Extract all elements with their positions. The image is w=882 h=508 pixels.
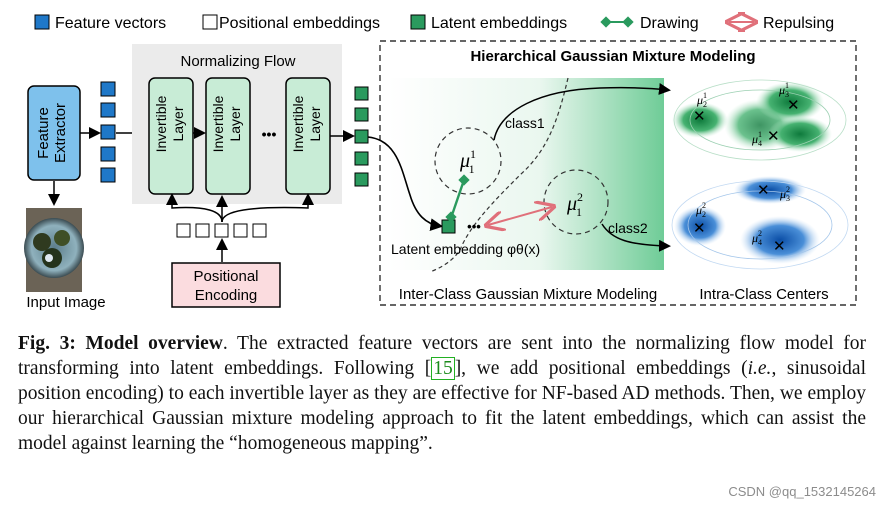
- figure-caption: Fig. 3: Model overview. The extracted fe…: [18, 333, 867, 454]
- legend-drawing: Drawing: [640, 15, 699, 32]
- svg-text:μ23: μ23: [779, 185, 790, 203]
- caption-label: Fig. 3:: [18, 333, 76, 354]
- invertible-layer-2: Invertible Layer: [205, 77, 251, 195]
- layer-ellipsis: •••: [262, 126, 277, 142]
- invertible-layer-3: Invertible Layer: [285, 77, 331, 195]
- intra-class-label: Intra-Class Centers: [699, 286, 828, 303]
- latent-embedding-point: [441, 219, 456, 234]
- positional-encoding-label-1: Positional: [193, 268, 258, 285]
- watermark: CSDN @qq_1532145264: [728, 484, 876, 499]
- svg-text:μ12: μ12: [696, 91, 707, 109]
- svg-text:✕: ✕: [693, 108, 706, 125]
- latent-embedding-swatch: [410, 14, 426, 30]
- feature-vector-swatch: [34, 14, 50, 30]
- feature-extractor-label-1: Feature: [35, 107, 52, 159]
- svg-text:μ24: μ24: [751, 229, 762, 247]
- class2-label: class2: [608, 220, 648, 236]
- positional-embedding-swatch: [202, 14, 218, 30]
- latent-flow-arrow: [367, 136, 444, 231]
- latent-ellipsis: •••: [467, 219, 481, 234]
- svg-text:✕: ✕: [787, 97, 800, 114]
- layer-3-label-2: Layer: [307, 106, 323, 141]
- svg-text:✕: ✕: [773, 238, 786, 255]
- legend: Feature vectors Positional embeddings La…: [34, 14, 834, 32]
- legend-repulsing: Repulsing: [763, 15, 834, 32]
- class-boundary: [429, 77, 569, 273]
- feature-vector-column: [80, 81, 148, 183]
- mu-1-1-circle: [434, 127, 502, 195]
- layer-3-label-1: Invertible: [290, 95, 306, 152]
- positional-encoding-box: [171, 262, 281, 308]
- legend-latent-embeddings: Latent embeddings: [431, 15, 567, 32]
- legend-feature-vectors: Feature vectors: [55, 15, 166, 32]
- caption-heading: Model overview: [85, 333, 223, 354]
- svg-text:μ22: μ22: [695, 201, 706, 219]
- feature-extractor-label-2: Extractor: [52, 103, 69, 163]
- layer-1-label-2: Layer: [170, 106, 186, 141]
- normalizing-flow-title: Normalizing Flow: [180, 53, 295, 70]
- input-image-label: Input Image: [26, 294, 105, 311]
- hgmm-title: Hierarchical Gaussian Mixture Modeling: [470, 48, 755, 65]
- invertible-layer-1: Invertible Layer: [148, 77, 194, 195]
- caption-text-1: . The extracted feature vectors are sent…: [18, 333, 866, 379]
- drawing-icon: [600, 16, 634, 28]
- class1-arrow: [493, 83, 671, 141]
- model-overview-figure: Feature vectors Positional embeddings La…: [24, 0, 857, 311]
- class1-label: class1: [505, 115, 545, 131]
- latent-embedding-label: Latent embedding φθ(x): [391, 241, 540, 257]
- svg-text:✕: ✕: [693, 220, 706, 237]
- class2-arrow: [601, 223, 671, 252]
- latent-embedding-column: [354, 86, 369, 187]
- svg-text:μ13: μ13: [778, 81, 789, 99]
- repulsing-link: [488, 207, 552, 225]
- caption-text-2: ], we add positional embeddings (: [454, 358, 748, 379]
- positional-encoding-label-2: Encoding: [195, 287, 258, 304]
- layer-2-label-2: Layer: [227, 106, 243, 141]
- layer-1-label-1: Invertible: [153, 95, 169, 152]
- positional-embedding-row: [166, 193, 314, 262]
- svg-text:μ14: μ14: [751, 130, 762, 148]
- svg-text:✕: ✕: [767, 128, 780, 145]
- svg-text:✕: ✕: [757, 182, 770, 199]
- layer-2-label-1: Invertible: [210, 95, 226, 152]
- legend-positional-embeddings: Positional embeddings: [219, 15, 380, 32]
- caption-text-3: , sinusoidal position encoding) to each …: [18, 358, 867, 454]
- drawing-link: [445, 174, 470, 223]
- citation-link[interactable]: 15: [431, 357, 455, 380]
- inter-class-label: Inter-Class Gaussian Mixture Modeling: [399, 286, 657, 303]
- input-image: [24, 181, 84, 292]
- caption-ie: i.e.: [747, 358, 772, 379]
